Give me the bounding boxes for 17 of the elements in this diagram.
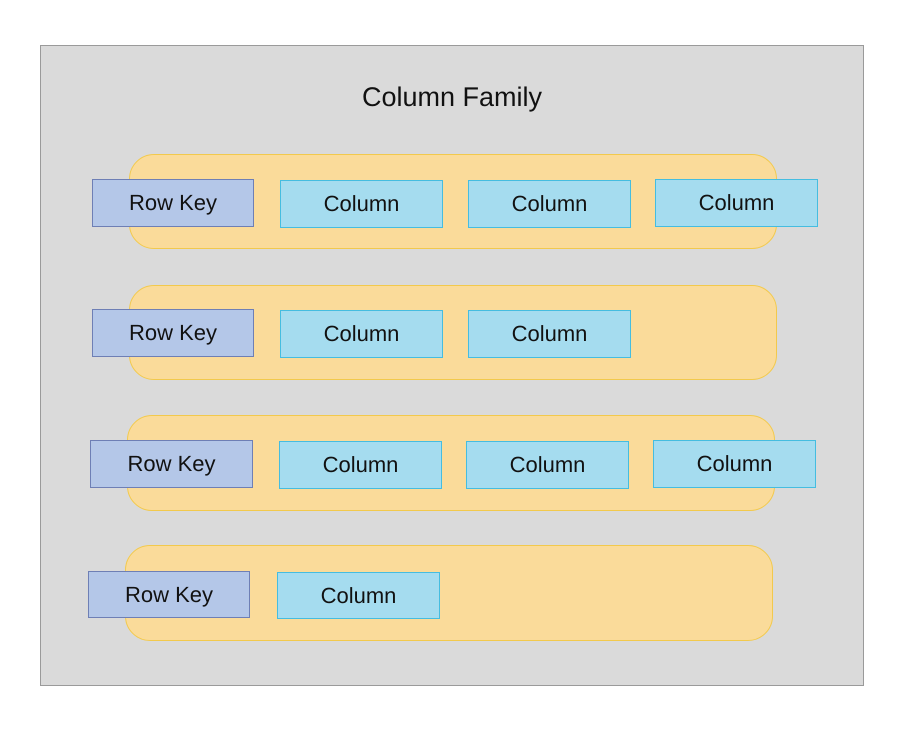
- column-box: Column: [466, 441, 629, 489]
- column-box: Column: [468, 180, 631, 228]
- row-key-box: Row Key: [90, 440, 253, 488]
- row-key-box: Row Key: [88, 571, 250, 618]
- panel-heading: Column Family: [362, 82, 542, 113]
- column-box: Column: [468, 310, 631, 358]
- column-family-panel: [40, 45, 864, 686]
- row-key-box: Row Key: [92, 309, 254, 357]
- column-box: Column: [277, 572, 440, 619]
- row-key-box: Row Key: [92, 179, 254, 227]
- column-box: Column: [280, 180, 443, 228]
- row-band: [129, 285, 777, 380]
- row-band: [125, 545, 773, 641]
- column-box: Column: [655, 179, 818, 227]
- column-box: Column: [280, 310, 443, 358]
- column-box: Column: [279, 441, 442, 489]
- column-box: Column: [653, 440, 816, 488]
